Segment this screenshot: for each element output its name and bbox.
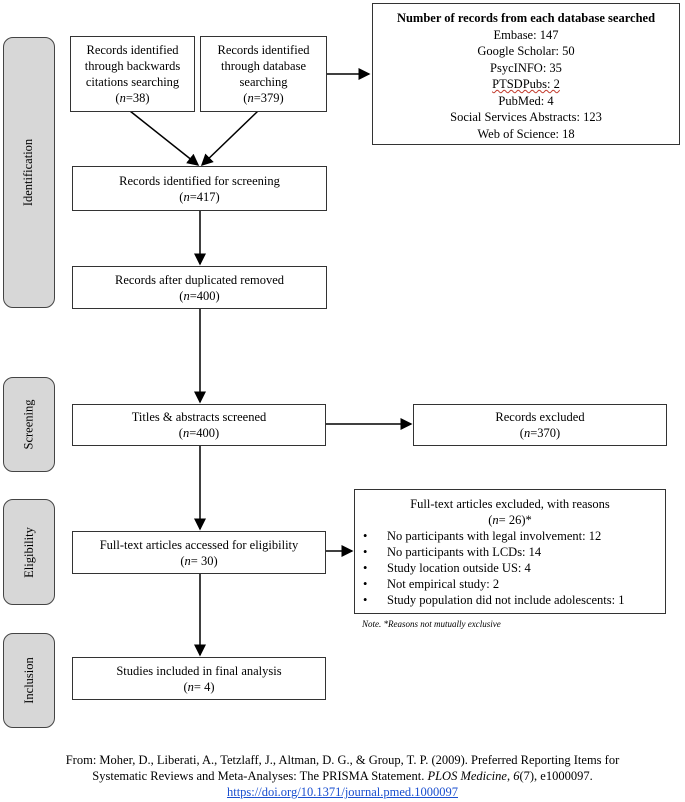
- box-backwards-count: (n=38): [115, 91, 150, 105]
- box-titles-text: Titles & abstracts screened: [131, 410, 267, 424]
- box-duplicates-count: (n=400): [179, 288, 220, 303]
- box-screening-ids-count: (n=417): [179, 189, 220, 204]
- arrow-database-to-screening: [200, 110, 259, 167]
- box-duplicates-text: Records after duplicated removed: [114, 272, 285, 287]
- reason-item: No participants with legal involvement: …: [363, 528, 665, 544]
- database-item: Social Services Abstracts: 123: [450, 110, 602, 124]
- box-screening-ids-text: Records identified for screening: [119, 173, 280, 188]
- citation: From: Moher, D., Liberati, A., Tetzlaff,…: [0, 752, 685, 800]
- database-item: PubMed: 4: [498, 93, 554, 108]
- database-item: PsycINFO: 35: [490, 60, 562, 75]
- database-item: Google Scholar: 50: [477, 44, 575, 58]
- citation-line-1: From: Moher, D., Liberati, A., Tetzlaff,…: [65, 753, 620, 767]
- box-fulltext-text: Full-text articles accessed for eligibil…: [99, 537, 299, 552]
- box-fulltext-assessed: Full-text articles accessed for eligibil…: [72, 531, 326, 574]
- box-records-excluded: Records excluded (n=370): [413, 404, 667, 446]
- box-backwards-citations: Records identified through backwards cit…: [70, 36, 195, 112]
- phase-identification: Identification: [3, 37, 55, 308]
- box-records-for-screening: Records identified for screening (n=417): [72, 166, 327, 211]
- reasons-title: Full-text articles excluded, with reason…: [410, 497, 610, 511]
- citation-doi-link[interactable]: https://doi.org/10.1371/journal.pmed.100…: [226, 785, 458, 799]
- reason-item: Not empirical study: 2: [363, 576, 665, 592]
- reason-item: Study location outside US: 4: [363, 560, 665, 576]
- box-included-count: (n= 4): [183, 679, 215, 694]
- box-excluded-count: (n=370): [519, 426, 561, 440]
- citation-line-2: Systematic Reviews and Meta-Analyses: Th…: [92, 769, 593, 783]
- box-database-count: (n=379): [243, 91, 284, 105]
- exclusion-note: Note. *Reasons not mutually exclusive: [362, 619, 501, 629]
- box-backwards-text: Records identified through backwards cit…: [84, 43, 181, 89]
- box-after-duplicates: Records after duplicated removed (n=400): [72, 266, 327, 309]
- phase-screening-label: Screening: [21, 399, 36, 450]
- note-label: Note.: [362, 619, 382, 629]
- phase-eligibility: Eligibility: [3, 499, 55, 605]
- phase-eligibility-label: Eligibility: [21, 526, 36, 578]
- phase-identification-label: Identification: [21, 138, 36, 207]
- reasons-list: No participants with legal involvement: …: [355, 528, 665, 608]
- database-item: PTSDPubs: 2: [492, 77, 560, 91]
- database-item: Embase: 147: [493, 27, 559, 42]
- reason-item: No participants with LCDs: 14: [363, 544, 665, 560]
- phase-inclusion: Inclusion: [3, 633, 55, 728]
- box-database-text: Records identified through database sear…: [217, 43, 310, 89]
- box-database-list: Number of records from each database sea…: [372, 3, 680, 145]
- reason-item: Study population did not include adolesc…: [363, 592, 665, 608]
- database-list-title: Number of records from each database sea…: [396, 11, 656, 25]
- box-included-text: Studies included in final analysis: [116, 663, 282, 678]
- box-titles-count: (n=400): [178, 426, 220, 440]
- box-database-search: Records identified through database sear…: [200, 36, 327, 112]
- reasons-count: (n= 26)*: [488, 513, 532, 527]
- box-titles-abstracts: Titles & abstracts screened (n=400): [72, 404, 326, 446]
- box-studies-included: Studies included in final analysis (n= 4…: [72, 657, 326, 700]
- box-fulltext-count: (n= 30): [180, 553, 218, 568]
- phase-inclusion-label: Inclusion: [21, 657, 36, 704]
- database-item: Web of Science: 18: [477, 126, 575, 141]
- box-excluded-text: Records excluded: [495, 410, 585, 424]
- arrow-backwards-to-screening: [129, 110, 200, 166]
- box-fulltext-excluded: Full-text articles excluded, with reason…: [354, 489, 666, 614]
- phase-screening: Screening: [3, 377, 55, 472]
- note-text: *Reasons not mutually exclusive: [381, 619, 501, 629]
